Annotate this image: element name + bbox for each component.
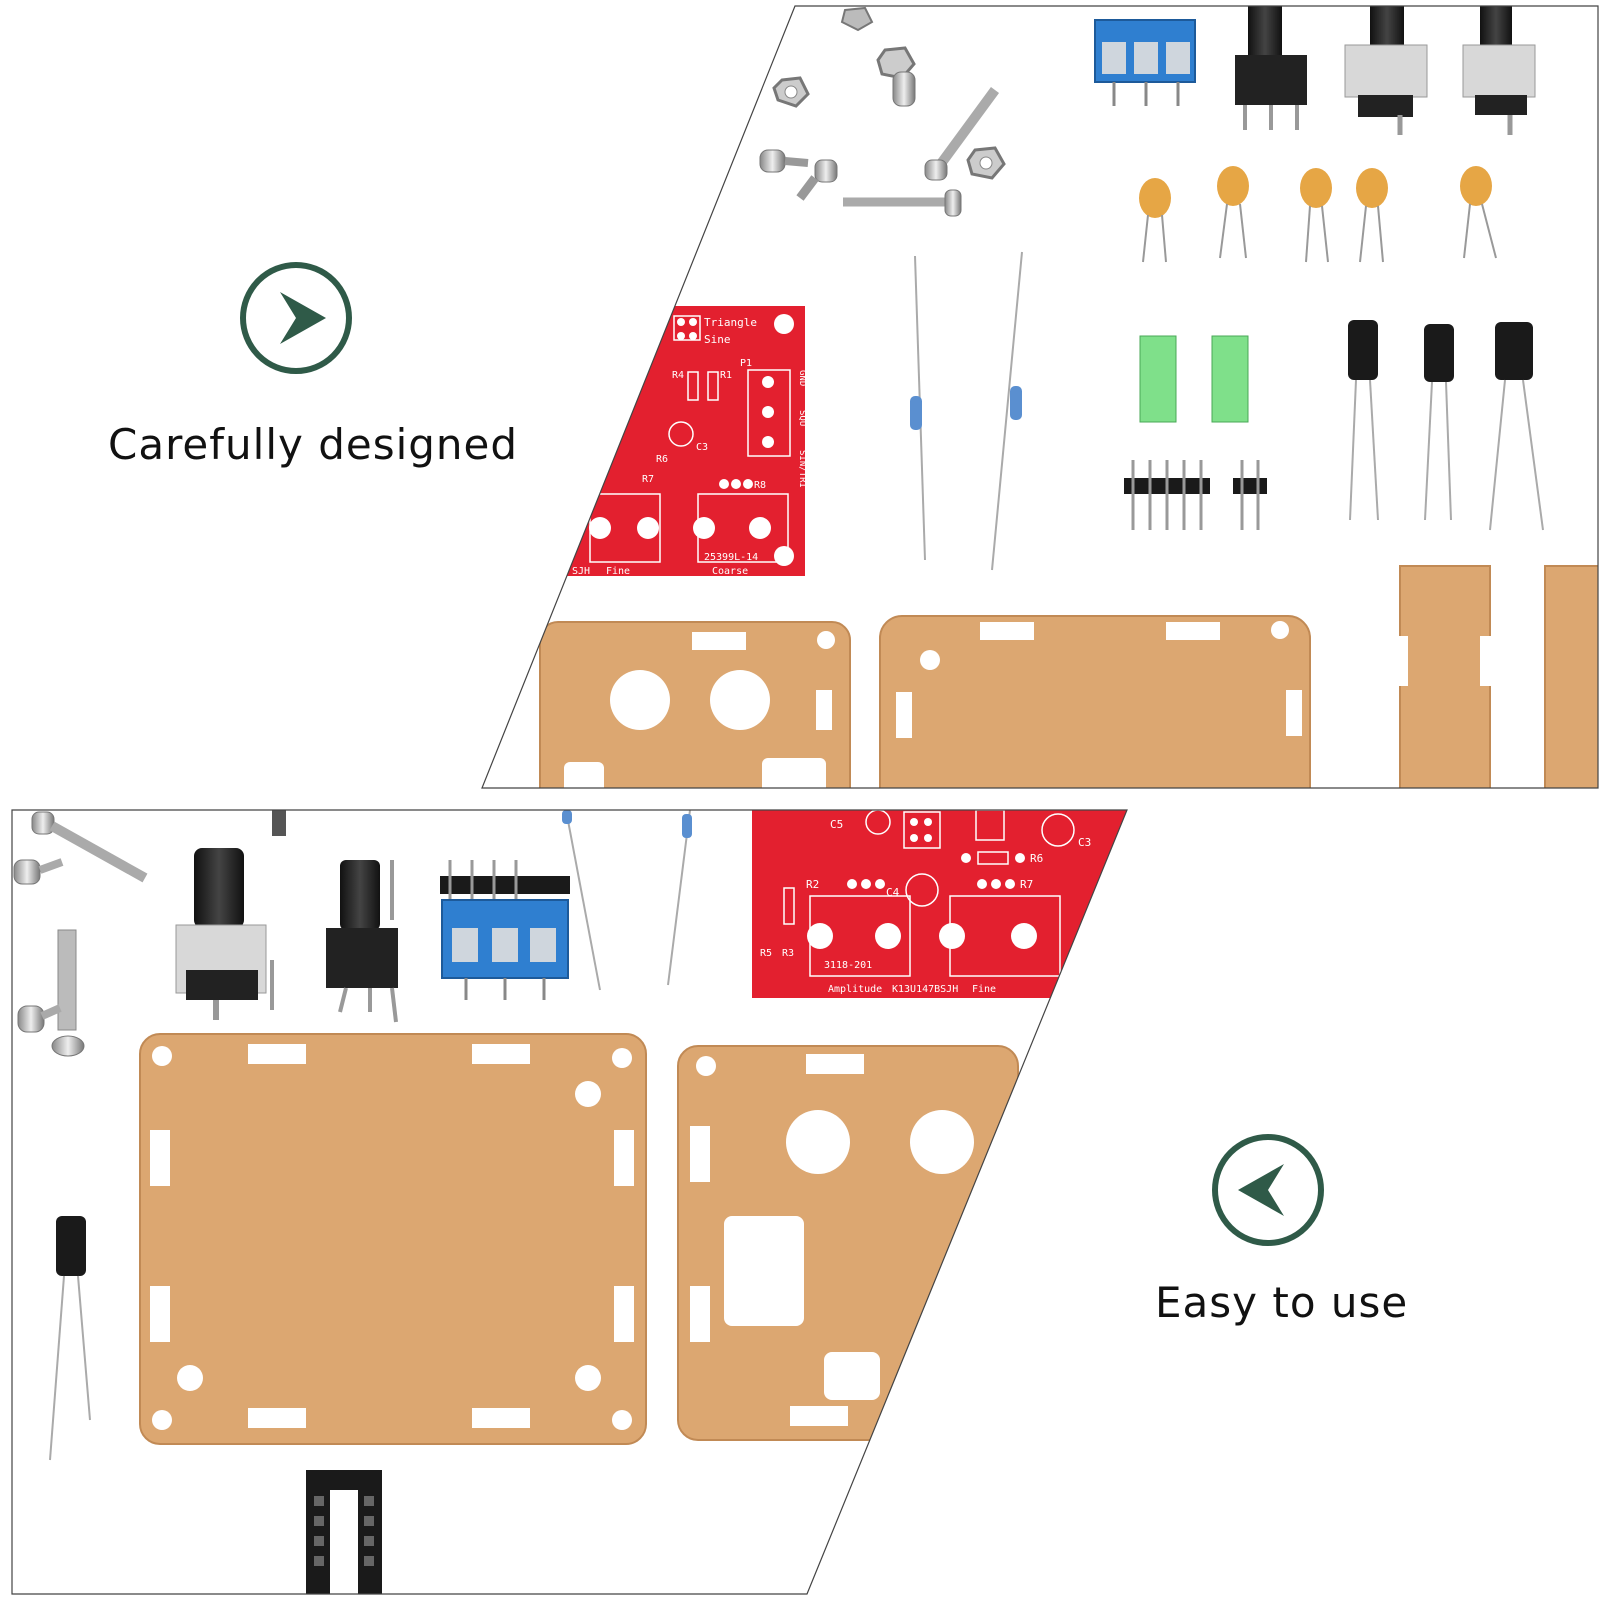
- pin-headers-top: [1124, 460, 1267, 530]
- pcb-label-c3-bottom: C3: [1078, 836, 1091, 849]
- pcb-label-r2: R2: [806, 878, 819, 891]
- pcb-label-c4: C4: [886, 886, 900, 899]
- terminal-block-bottom: [440, 860, 570, 1000]
- feature-caption-easy-to-use: Easy to use: [1155, 1278, 1409, 1327]
- resistors-bottom: [562, 810, 692, 991]
- pcb-label-r7: R7: [642, 474, 654, 485]
- pcb-bottom: C5 C3 R6 R2 C4 R7 R5 R3 3118-201 A: [752, 810, 1127, 998]
- pcb-label-sjh: SJH: [572, 566, 590, 577]
- pcb-label-fine: Fine: [606, 566, 630, 577]
- pcb-label-sine: Sine: [704, 333, 731, 346]
- pcb-label-coarse: Coarse: [712, 566, 748, 577]
- pcb-label-sin-tri: SIN/TRI: [797, 450, 807, 488]
- resistors-top: [910, 251, 1023, 571]
- pcb-top: Triangle Sine R4 R1 P1 GND SQU SIN/TRI C…: [560, 306, 807, 577]
- potentiometers-bottom: [175, 848, 398, 1023]
- top-panel-border: [481, 5, 1599, 789]
- pcb-label-r3: R3: [782, 948, 794, 959]
- acrylic-panels-bottom: [139, 1033, 1019, 1445]
- pcb-label-c3: C3: [696, 442, 708, 453]
- chevron-right-icon: [240, 262, 352, 374]
- pcb-label-triangle: Triangle: [704, 316, 757, 329]
- top-photo-panel: Triangle Sine R4 R1 P1 GND SQU SIN/TRI C…: [482, 6, 1598, 788]
- pcb-label-gnd: GND: [797, 370, 807, 386]
- pcb-label-part: 25399L-14: [704, 552, 758, 563]
- acrylic-panels-top: [539, 565, 1598, 788]
- bottom-photo-panel: C5 C3 R6 R2 C4 R7 R5 R3 3118-201 A: [12, 810, 1127, 1594]
- pcb-label-fine-bottom: Fine: [972, 984, 996, 995]
- pcb-label-r6: R6: [656, 454, 668, 465]
- terminal-block-top: [1094, 19, 1196, 106]
- pcb-label-p1: P1: [740, 358, 752, 369]
- pcb-label-r4: R4: [672, 370, 684, 381]
- feature-caption-carefully-designed: Carefully designed: [108, 420, 519, 469]
- pcb-label-r6-bottom: R6: [1030, 852, 1043, 865]
- ic-socket: [306, 1470, 382, 1594]
- pcb-label-r8: R8: [754, 480, 766, 491]
- pcb-label-part-bottom: 3118-201: [824, 960, 872, 971]
- chevron-left-icon: [1212, 1134, 1324, 1246]
- electrolytic-capacitors: [1348, 320, 1544, 531]
- electrolytic-capacitor-bottom: [49, 1216, 91, 1461]
- potentiometers-top: [1235, 6, 1536, 135]
- pcb-label-c5: C5: [830, 818, 843, 831]
- pcb-label-code: K13U147BSJH: [892, 984, 958, 995]
- pcb-label-squ: SQU: [797, 410, 807, 426]
- bottom-panel-border: [11, 809, 1128, 1595]
- ceramic-capacitors: [1139, 166, 1497, 263]
- screws-and-nuts: [759, 6, 1006, 217]
- screws-bottom: [13, 810, 286, 1057]
- pcb-label-r7-bottom: R7: [1020, 878, 1033, 891]
- pcb-label-amplitude: Amplitude: [828, 984, 882, 995]
- jumpers: [1139, 335, 1249, 423]
- pcb-label-r1: R1: [720, 370, 732, 381]
- pcb-label-r5: R5: [760, 948, 772, 959]
